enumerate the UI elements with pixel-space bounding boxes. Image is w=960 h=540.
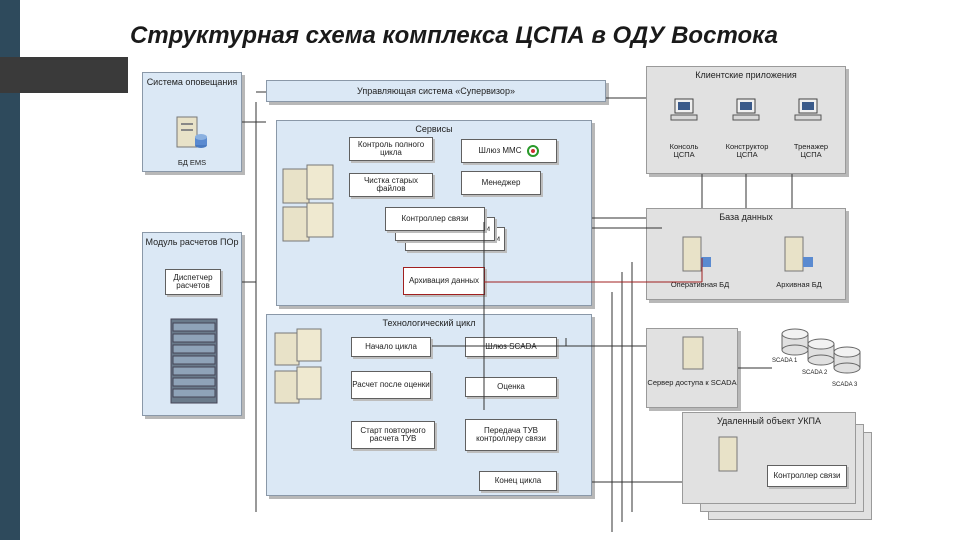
- panel-services-title: Сервисы: [415, 124, 453, 134]
- cycle-end-box: Конец цикла: [479, 471, 557, 491]
- scada1-label: SCADA 1: [772, 358, 798, 364]
- scada-server-label: Сервер доступа к SCADA: [647, 378, 737, 387]
- panel-client-apps: Клиентские приложения Консоль ЦСПА Конст…: [646, 66, 846, 174]
- mms-gateway-box: Шлюз ММС: [461, 139, 557, 163]
- panel-tech-title: Технологический цикл: [382, 318, 476, 328]
- estimate-box: Оценка: [465, 377, 557, 397]
- blade-server-icon: [170, 318, 218, 404]
- oper-db-label: Оперативная БД: [670, 280, 730, 289]
- panel-module-title: Модуль расчетов ПОр: [145, 237, 239, 247]
- panel-services: Сервисы Контроль полного цикла Шлюз ММС …: [276, 120, 592, 306]
- constructor-label: Конструктор ЦСПА: [725, 142, 769, 159]
- db-server-icons: [682, 236, 813, 272]
- panel-calc-module: Модуль расчетов ПОр Диспетчер расчетов: [142, 232, 242, 416]
- slide-title-tab: [0, 57, 128, 93]
- tech-server-icon: [274, 328, 322, 404]
- panel-remote-object: Удаленный объект УКПА Контроллер связи: [682, 412, 856, 504]
- archive-data-box: Архивация данных: [403, 267, 485, 295]
- panel-scada-server: Сервер доступа к SCADA: [646, 328, 738, 408]
- link-controller-box: Контроллер связи: [385, 207, 485, 231]
- dispatcher-box: Диспетчер расчетов: [165, 269, 221, 295]
- server-rack-icon: [282, 164, 334, 242]
- control-cycle-box: Контроль полного цикла: [349, 137, 433, 161]
- scada2-label: SCADA 2: [802, 370, 828, 376]
- cycle-start-box: Начало цикла: [351, 337, 431, 357]
- panel-database: База данных Оперативная БД Архивная БД: [646, 208, 846, 300]
- mms-logo-icon: [526, 145, 539, 157]
- panel-supervisor: Управляющая система «Супервизор»: [266, 80, 606, 102]
- scada3-label: SCADA 3: [832, 382, 858, 388]
- bd-ems-label: БД EMS: [177, 158, 207, 167]
- manager-box: Менеджер: [461, 171, 541, 195]
- scada-server-icon: [682, 336, 704, 370]
- remote-server-icon: [718, 436, 738, 472]
- workstation-icons: [670, 98, 822, 121]
- panel-clients-title: Клиентские приложения: [695, 70, 797, 80]
- panel-remote-title: Удаленный объект УКПА: [716, 416, 822, 426]
- archive-db-label: Архивная БД: [776, 280, 822, 289]
- tuv-restart-box: Старт повторного расчета ТУВ: [351, 421, 435, 449]
- slide-left-bar: [0, 0, 20, 540]
- tuv-transfer-box: Передача ТУВ контроллеру связи: [465, 419, 557, 451]
- panel-supervisor-title: Управляющая система «Супервизор»: [357, 86, 515, 96]
- structure-diagram: Система оповещания БД EMS Управляющая си…: [142, 62, 878, 540]
- trainer-label: Тренажер ЦСПА: [793, 142, 829, 159]
- console-label: Консоль ЦСПА: [669, 142, 699, 159]
- slide-title: Структурная схема комплекса ЦСПА в ОДУ В…: [130, 22, 778, 49]
- server-icon: [176, 116, 207, 148]
- scada-gateway-box: Шлюз SCADA: [465, 337, 557, 357]
- panel-notify-title: Система оповещания: [146, 77, 238, 87]
- panel-notify-system: Система оповещания БД EMS: [142, 72, 242, 172]
- scada-disks-icon: [781, 328, 861, 374]
- panel-tech-cycle: Технологический цикл Начало цикла Шлюз S…: [266, 314, 592, 496]
- mms-gateway-label: Шлюз ММС: [478, 145, 522, 155]
- remote-link-controller-box: Контроллер связи: [767, 465, 847, 487]
- cleanup-box: Чистка старых файлов: [349, 173, 433, 197]
- panel-db-title: База данных: [719, 212, 773, 222]
- calc-after-estimate-box: Расчет после оценки: [351, 371, 431, 399]
